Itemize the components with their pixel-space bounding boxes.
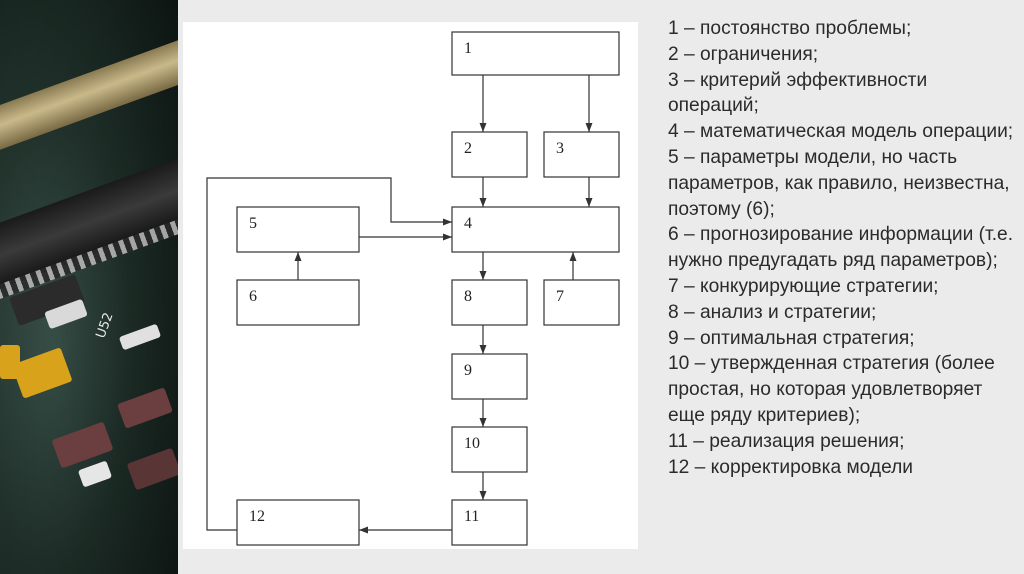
node-1: 1 xyxy=(451,31,620,76)
node-9: 9 xyxy=(451,353,528,400)
node-label: 2 xyxy=(464,140,472,157)
chip xyxy=(0,152,178,290)
gold-strip xyxy=(0,26,178,156)
node-box xyxy=(236,206,360,253)
legend-item: 11 – реализация решения; xyxy=(668,430,905,452)
node-3: 3 xyxy=(543,131,620,178)
component xyxy=(118,323,162,351)
node-box xyxy=(451,279,528,326)
node-5: 5 xyxy=(236,206,360,253)
node-label: 9 xyxy=(464,362,472,379)
legend-item: 1 – постоянство проблемы; xyxy=(668,18,912,39)
node-box xyxy=(451,206,620,253)
node-6: 6 xyxy=(236,279,360,326)
legend-item: 5 – параметры модели, но часть параметро… xyxy=(668,146,1010,220)
node-box xyxy=(451,353,528,400)
legend-list: 1 – постоянство проблемы; 2 – ограничения… xyxy=(668,16,1020,480)
node-11: 11 xyxy=(451,499,528,546)
node-box xyxy=(451,499,528,546)
node-box xyxy=(451,31,620,76)
node-label: 6 xyxy=(249,288,257,305)
legend-item: 3 – критерий эффективности операций; xyxy=(668,69,928,117)
node-label: 5 xyxy=(249,215,257,232)
legend-item: 9 – оптимальная стратегия; xyxy=(668,327,915,349)
node-2: 2 xyxy=(451,131,528,178)
component xyxy=(77,460,113,488)
node-label: 12 xyxy=(249,508,265,525)
legend-item: 8 – анализ и стратегии; xyxy=(668,301,877,323)
legend-item: 6 – прогнозирование информации (т.е. нуж… xyxy=(668,224,1014,272)
node-label: 4 xyxy=(464,215,472,232)
node-box xyxy=(236,499,360,546)
node-box xyxy=(543,131,620,178)
node-label: 10 xyxy=(464,435,480,452)
node-box xyxy=(451,131,528,178)
node-10: 10 xyxy=(451,426,528,473)
component xyxy=(126,447,178,491)
node-label: 1 xyxy=(464,40,472,57)
node-7: 7 xyxy=(543,279,620,326)
capacitor xyxy=(11,347,73,399)
legend-item: 12 – корректировка модели xyxy=(668,456,914,478)
legend-item: 10 – утвержденная стратегия (более прост… xyxy=(668,353,995,426)
node-box xyxy=(236,279,360,326)
chip-marking: U52 xyxy=(93,310,117,341)
capacitor xyxy=(0,345,20,379)
component xyxy=(117,387,173,429)
legend-item: 7 – конкурирующие стратегии; xyxy=(668,275,939,297)
node-box xyxy=(543,279,620,326)
node-12: 12 xyxy=(236,499,360,546)
edge-12-to-4 xyxy=(206,177,452,531)
legend-item: 2 – ограничения; xyxy=(668,43,819,65)
node-box xyxy=(451,426,528,473)
node-label: 11 xyxy=(464,508,479,525)
node-label: 3 xyxy=(556,140,564,157)
legend-item: 4 – математическая модель операции; xyxy=(668,121,1014,143)
circuit-board-photo: U52 xyxy=(0,0,178,574)
node-label: 8 xyxy=(464,288,472,305)
node-4: 4 xyxy=(451,206,620,253)
node-8: 8 xyxy=(451,279,528,326)
node-label: 7 xyxy=(556,288,564,305)
